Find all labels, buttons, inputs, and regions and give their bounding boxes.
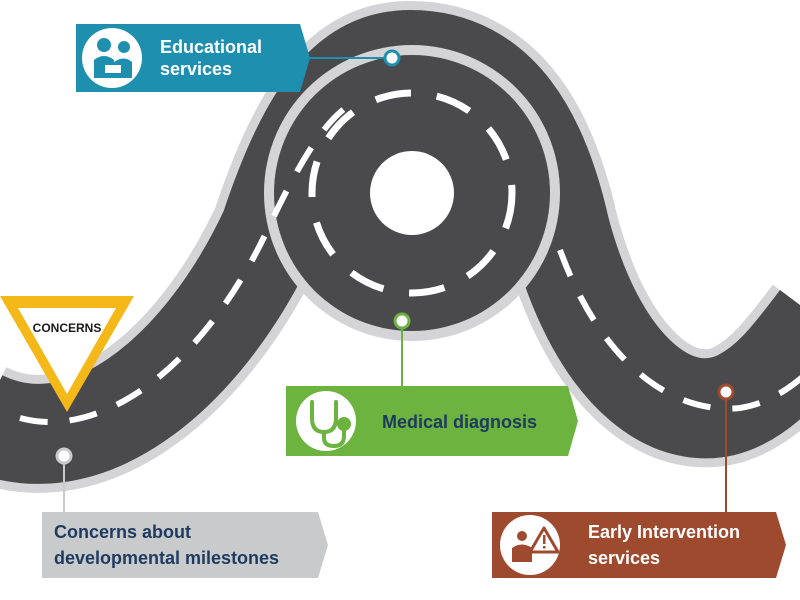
warning-child-icon [512, 526, 560, 562]
yield-sign-face [18, 308, 116, 394]
early-pin [717, 383, 735, 401]
early-label: Early Intervention services [492, 512, 786, 578]
medical-pin [393, 312, 411, 330]
medical-banner [286, 386, 578, 456]
connectors [55, 49, 735, 512]
educational-pin [383, 49, 401, 67]
lane-dashes-ring [308, 89, 516, 297]
concerns-pin [55, 447, 73, 465]
lane-dashes-right [557, 248, 800, 412]
medical-label: Medical diagnosis [286, 386, 578, 456]
lane-dashes-main [19, 97, 362, 425]
concerns-label-line2: developmental milestones [54, 548, 279, 568]
early-banner [492, 512, 786, 578]
roundabout-center [370, 151, 454, 235]
road [0, 0, 800, 493]
concerns-label: Concerns about developmental milestones [42, 512, 328, 578]
yield-sign-text: CONCERNS [33, 321, 102, 335]
early-label-line2: services [588, 548, 660, 568]
educational-icon-bg [82, 28, 142, 88]
concerns-banner [42, 512, 328, 578]
educational-label-line2: services [160, 59, 232, 79]
yield-sign: CONCERNS [0, 296, 134, 412]
concerns-label-line1: Concerns about [54, 522, 191, 542]
educational-label: Educational services [76, 24, 310, 92]
reading-child-icon [94, 38, 132, 78]
stethoscope-icon [310, 400, 351, 449]
early-label-line1: Early Intervention [588, 522, 740, 542]
educational-label-line1: Educational [160, 37, 262, 57]
medical-label-text: Medical diagnosis [382, 412, 537, 432]
